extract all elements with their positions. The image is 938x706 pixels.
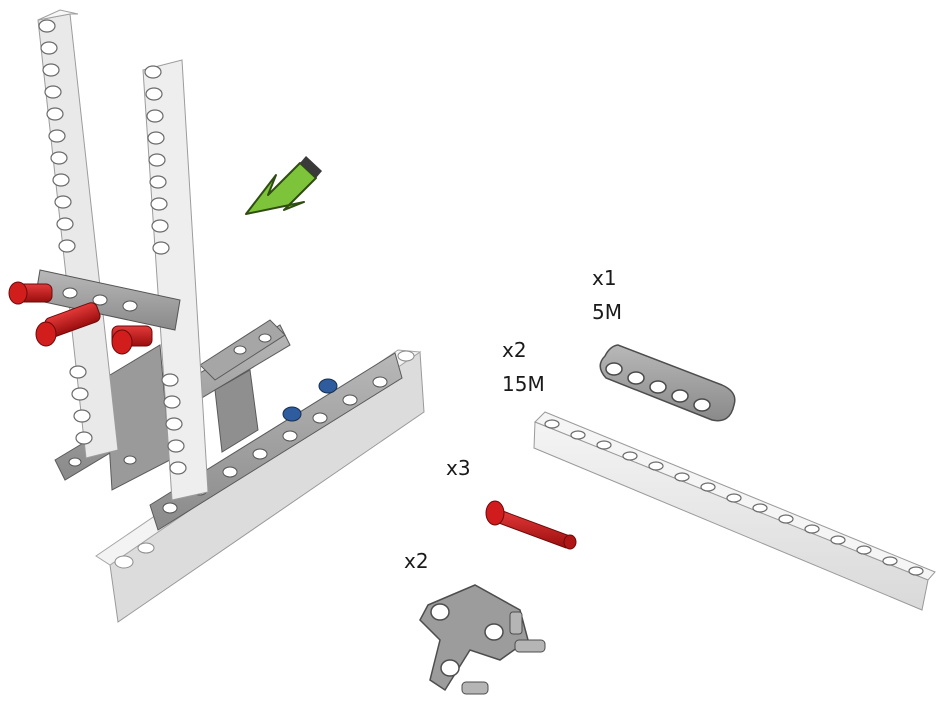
part-beam-5m bbox=[600, 345, 735, 421]
part-5m-qty: x1 bbox=[592, 268, 617, 288]
red-pin bbox=[112, 326, 152, 354]
part-axle-pin bbox=[486, 501, 576, 549]
assembly-model bbox=[9, 10, 424, 622]
red-pin bbox=[9, 282, 52, 304]
part-5m-size: 5M bbox=[592, 302, 622, 322]
part-15m-qty: x2 bbox=[502, 340, 527, 360]
part-axle-pin-qty: x3 bbox=[446, 458, 471, 478]
part-connector-qty: x2 bbox=[404, 551, 429, 571]
part-beam-15m bbox=[534, 412, 935, 610]
part-cross-connector bbox=[420, 585, 545, 694]
part-15m-size: 15M bbox=[502, 374, 545, 394]
green-arrow-icon bbox=[246, 156, 322, 214]
vertical-beam-left bbox=[38, 10, 118, 458]
